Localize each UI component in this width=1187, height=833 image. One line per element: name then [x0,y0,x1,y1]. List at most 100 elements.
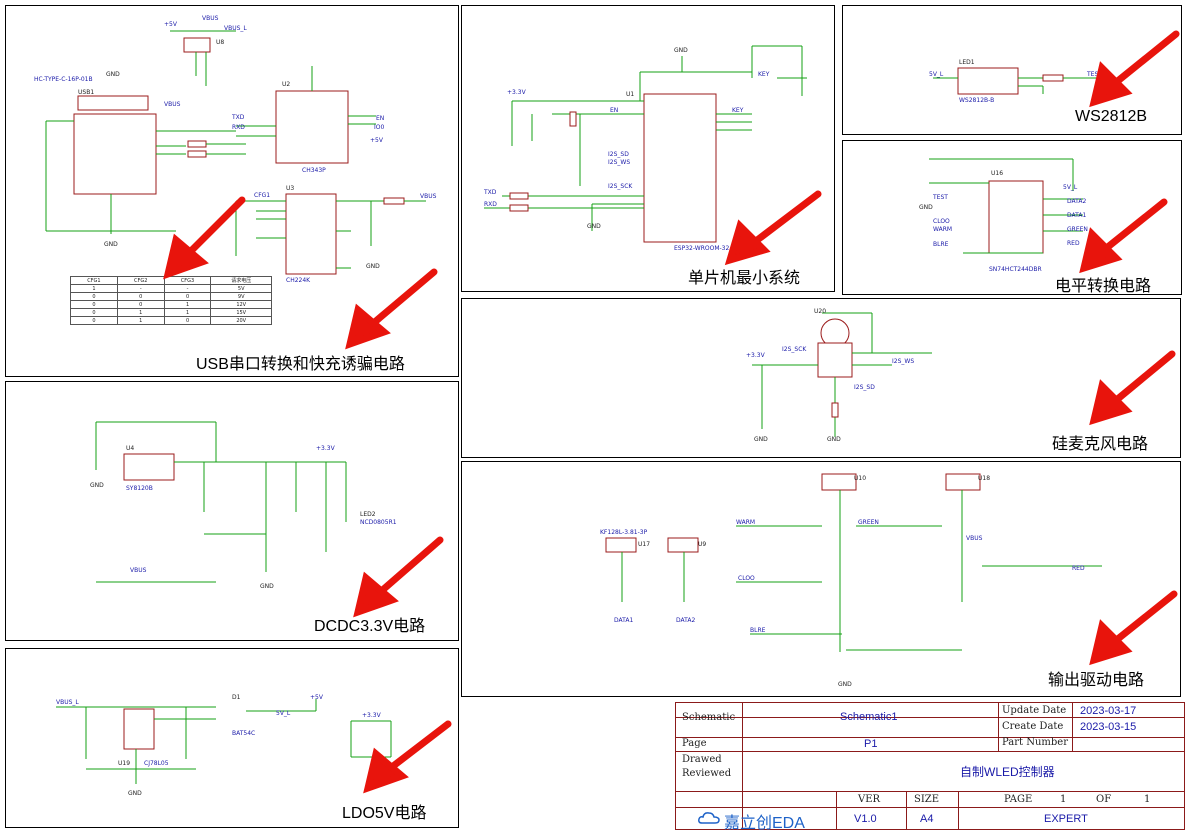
esp-name: ESP32-WROOM-32 [674,245,729,252]
ws-schematic: LED1 WS2812B-B 5V_L TEST [929,59,1113,104]
net-33v-mcu: +3.3V [507,89,527,96]
output-caption: 输出驱动电路 [1048,672,1145,689]
cj-name: CJ78L05 [144,760,169,767]
cfg-header-cell: CFG1 [70,276,118,285]
net-test-level: TEST [932,194,948,201]
net-i2ssd-mic: I2S_SD [854,384,875,391]
update-date-label: Update Date [1002,705,1067,716]
net-red-level: RED [1067,240,1080,247]
page-value: P1 [864,738,878,750]
mcu-schematic: U1 ESP32-WROOM-32 +3.3V EN TXD RXD KEY K… [483,45,807,252]
net-vbus-dcdc: VBUS [130,567,147,574]
u19-ref: U19 [118,760,130,767]
cfg-cell: 0 [70,292,118,301]
net-warm-level: WARM [933,226,952,233]
net-gnd-usb3: GND [366,263,380,270]
net-cloo-level: CLOO [933,218,950,225]
net-red-out: RED [1072,565,1085,572]
net-data2-out: DATA2 [676,617,695,624]
cfg-cell: 0 [163,316,212,325]
net-vbusl-usb: VBUS_L [224,25,247,32]
net-gnd-mcu: GND [674,47,688,54]
usb-connector-name: HC-TYPE-C-16P-01B [34,76,93,83]
cfg-cell: 1 [116,316,165,325]
u10-ref: U10 [854,475,866,482]
cfg-cell: 0 [70,300,118,309]
u18-ref: U18 [978,475,990,482]
net-gnd-usb2: GND [104,241,118,248]
u16-ref: U16 [991,170,1003,177]
output-panel: U10 U18 KF128L-3.81-3P U17 U9 WARM CLOO … [461,461,1181,697]
cfg-cell: 12V [210,300,272,309]
cfg-header-cell: CFG3 [163,276,212,285]
u8-ref: U8 [216,39,224,46]
net-5v-usb2: +5V [370,137,384,144]
cfg-cell: 1 [163,308,212,317]
d1-ref: D1 [232,694,241,701]
level-schematic: U16 SN74HCT244DBR TEST WARM CLOO BLRE 5V… [919,158,1088,273]
eda-logo-text: 嘉立创EDA [724,815,805,832]
cfg-cell: 5V [210,284,272,293]
dcdc-caption: DCDC3.3V电路 [314,618,426,635]
cfg-cell: 15V [210,308,272,317]
part-number-label: Part Number [1002,737,1068,748]
net-data1-out: DATA1 [614,617,633,624]
cfg-table-row: 1--5V [70,284,272,293]
dcdc-panel: U4 SY8120B +3.3V VBUS LED2 NCD0805R1 GND… [5,381,459,641]
cloud-icon [698,812,720,824]
net-en-usb: EN [376,115,384,122]
net-vbus-usb: VBUS [202,15,219,22]
page2-label: PAGE [1004,794,1033,805]
cfg-cell: 0 [116,300,165,309]
net-5v-ldo: +5V [310,694,324,701]
net-5v-usb: +5V [164,21,178,28]
net-green-out: GREEN [858,519,879,526]
cfg-cell: 0 [116,292,165,301]
net-gnd-mic: GND [754,436,768,443]
net-gnd-mic2: GND [827,436,841,443]
net-vbus-usb3: VBUS [420,193,437,200]
update-date-value: 2023-03-17 [1080,705,1137,717]
cfg-cell: 1 [163,300,212,309]
net-vbus-out: VBUS [966,535,983,542]
net-cfg1-usb: CFG1 [254,192,270,199]
net-i2ssd-mcu: I2S_SD [608,151,629,158]
ws-caption: WS2812B [1075,108,1148,125]
led2-ref: LED2 [360,511,376,518]
size-label: SIZE [914,794,940,805]
schematic-value: Schematic1 [840,711,898,723]
net-vbus-usb2: VBUS [164,101,181,108]
page-label: Page [682,738,707,749]
net-33v-ldo: +3.3V [362,712,382,719]
mic-caption: 硅麦克风电路 [1052,436,1149,453]
bat-name: BAT54C [232,730,255,737]
ldo-panel: VBUS_L +5V 5V_L +3.3V U19 CJ78L05 D1 BAT… [5,648,459,828]
size-value: A4 [920,813,934,825]
net-i2ssck-mcu: I2S_SCK [608,183,633,190]
cfg-table-header: CFG1 CFG2 CFG3 请求电压 [70,276,272,285]
net-i2sws-mcu: I2S_WS [608,159,630,166]
level-panel: U16 SN74HCT244DBR TEST WARM CLOO BLRE 5V… [842,140,1182,295]
net-5vl-ldo: 5V_L [276,710,291,717]
ws-panel: LED1 WS2812B-B 5V_L TEST WS2812B [842,5,1182,135]
net-data1-level: DATA1 [1067,212,1086,219]
net-5vl-level: 5V_L [1063,184,1078,191]
cfg-cell: 1 [116,308,165,317]
net-txd-mcu: TXD [483,189,497,196]
net-io0-usb: IO0 [374,124,384,131]
usb-schematic: HC-TYPE-C-16P-01B USB1 U2 CH343P U3 CH22… [34,15,437,284]
net-blre-out: BLRE [750,627,766,634]
u4-ref: U4 [126,445,134,452]
net-test-ws: TEST [1086,71,1102,78]
of-num: 1 [1144,794,1151,805]
net-blre-level: BLRE [933,241,949,248]
of-label: OF [1096,794,1112,805]
net-gnd-level: GND [919,204,933,211]
dcdc-schematic: U4 SY8120B +3.3V VBUS LED2 NCD0805R1 GND… [90,421,397,590]
net-33v-dcdc: +3.3V [316,445,336,452]
net-vbusl-ldo: VBUS_L [56,699,79,706]
cfg-cell: 0 [70,308,118,317]
level-caption: 电平转换电路 [1055,278,1152,295]
